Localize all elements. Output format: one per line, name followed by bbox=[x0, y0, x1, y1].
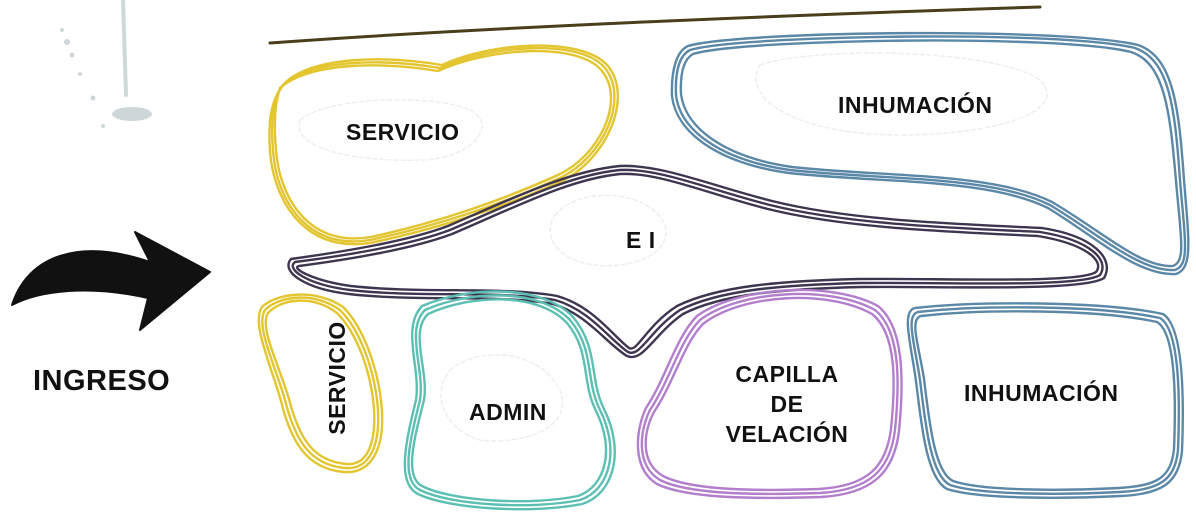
admin-zone bbox=[403, 290, 616, 511]
servicio-top-zone bbox=[268, 44, 619, 246]
servicio-top-label: SERVICIO bbox=[346, 119, 460, 145]
inhumacion-bottom-label: INHUMACIÓN bbox=[964, 380, 1119, 406]
capilla-label: CAPILLA DE VELACIÓN bbox=[726, 360, 849, 450]
admin-label: ADMIN bbox=[469, 399, 547, 425]
faint-outlines bbox=[298, 52, 1048, 442]
inhumacion-top-label: INHUMACIÓN bbox=[838, 92, 993, 118]
capilla-zone bbox=[636, 288, 903, 500]
capilla-label-line3: VELACIÓN bbox=[725, 420, 849, 447]
capilla-label-line2: DE bbox=[770, 391, 804, 418]
servicio-left-zone bbox=[257, 293, 384, 474]
ink-splatter bbox=[60, 0, 152, 128]
ei-label: E I bbox=[626, 227, 656, 253]
top-boundary-line bbox=[268, 5, 1042, 45]
inhumacion-top-zone bbox=[670, 31, 1190, 276]
inhumacion-bottom-zone bbox=[906, 302, 1185, 499]
ingreso-label: INGRESO bbox=[33, 365, 171, 397]
curved-arrow-right-icon bbox=[11, 231, 211, 331]
servicio-left-label: SERVICIO bbox=[324, 321, 351, 435]
capilla-label-line1: CAPILLA bbox=[735, 361, 839, 388]
